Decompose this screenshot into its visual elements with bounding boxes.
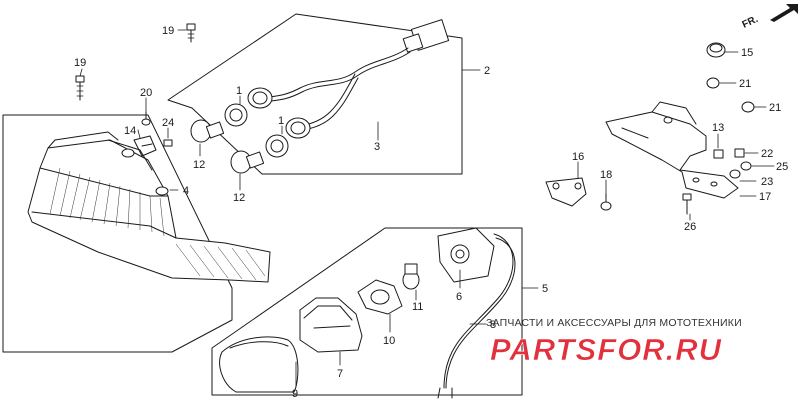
lamp-lens-box	[2, 114, 233, 353]
lens-9	[219, 336, 299, 393]
part-label-5: 5	[542, 283, 548, 295]
part-label-1-upper: 1	[236, 85, 242, 97]
front-direction-label: FR.	[741, 14, 760, 31]
part-label-25: 25	[776, 161, 788, 173]
part-label-23: 23	[761, 176, 773, 188]
cushion-21a	[706, 77, 720, 89]
leader-lines	[79, 29, 775, 387]
nut-23	[729, 169, 741, 179]
part-label-26: 26	[684, 221, 696, 233]
part-label-21-upper: 21	[739, 78, 751, 90]
part-label-7: 7	[337, 368, 343, 380]
part-label-19-left: 19	[74, 57, 86, 69]
bulb-upper	[190, 119, 225, 143]
part-label-9: 9	[292, 388, 298, 400]
part-label-12-lower: 12	[233, 192, 245, 204]
part-label-13: 13	[712, 122, 724, 134]
wiring-assembly-box	[167, 13, 463, 175]
bolt-18	[600, 193, 612, 211]
bulb-lower	[230, 150, 265, 174]
bulb-socket-upper	[224, 87, 273, 127]
watermark-subtitle: ЗАПЧАСТИ И АКСЕССУАРЫ ДЛЯ МОТОТЕХНИКИ	[486, 317, 742, 329]
part-label-3: 3	[374, 141, 380, 153]
wire-8	[437, 233, 516, 399]
part-label-1-lower: 1	[278, 115, 284, 127]
part-label-19-top: 19	[162, 25, 174, 37]
nut-22	[734, 148, 745, 158]
part-label-18: 18	[600, 169, 612, 181]
part-label-10: 10	[383, 335, 395, 347]
part-label-22: 22	[761, 148, 773, 160]
part-label-14: 14	[124, 125, 136, 137]
gasket-10	[357, 279, 403, 315]
part-label-17: 17	[759, 191, 771, 203]
screw-19-left	[75, 75, 85, 101]
bolt-26	[682, 193, 692, 215]
part-label-2: 2	[484, 65, 490, 77]
cap-15	[706, 42, 726, 58]
socket-6	[437, 227, 495, 283]
part-label-8: 8	[490, 319, 496, 331]
washer-25	[740, 161, 752, 171]
part-label-16: 16	[572, 151, 584, 163]
screw-19-top	[186, 23, 196, 43]
watermark-brand-logo: PARTSFOR.RU	[490, 332, 723, 367]
clip-14	[133, 135, 157, 157]
cover-7	[299, 297, 363, 353]
grommet-20	[141, 111, 151, 126]
plate-16	[545, 177, 587, 207]
license-light-box	[211, 227, 523, 396]
front-direction-arrow-icon	[770, 4, 798, 22]
part-label-20: 20	[140, 87, 152, 99]
part-label-15: 15	[741, 47, 753, 59]
part-label-6: 6	[456, 291, 462, 303]
nut-13	[713, 149, 724, 159]
part-label-4: 4	[183, 185, 189, 197]
bulb-socket-lower	[265, 117, 311, 158]
wire-harness-3	[261, 19, 450, 131]
bulb-11	[402, 263, 420, 290]
part-label-11: 11	[412, 301, 423, 313]
nut-24	[163, 139, 173, 147]
part-label-24: 24	[162, 117, 174, 129]
tail-lamp-lens-4	[27, 131, 271, 283]
part-label-21-lower: 21	[769, 102, 781, 114]
cushion-21b	[741, 101, 755, 113]
part-label-12-upper: 12	[193, 159, 205, 171]
license-bracket-17	[605, 101, 739, 199]
